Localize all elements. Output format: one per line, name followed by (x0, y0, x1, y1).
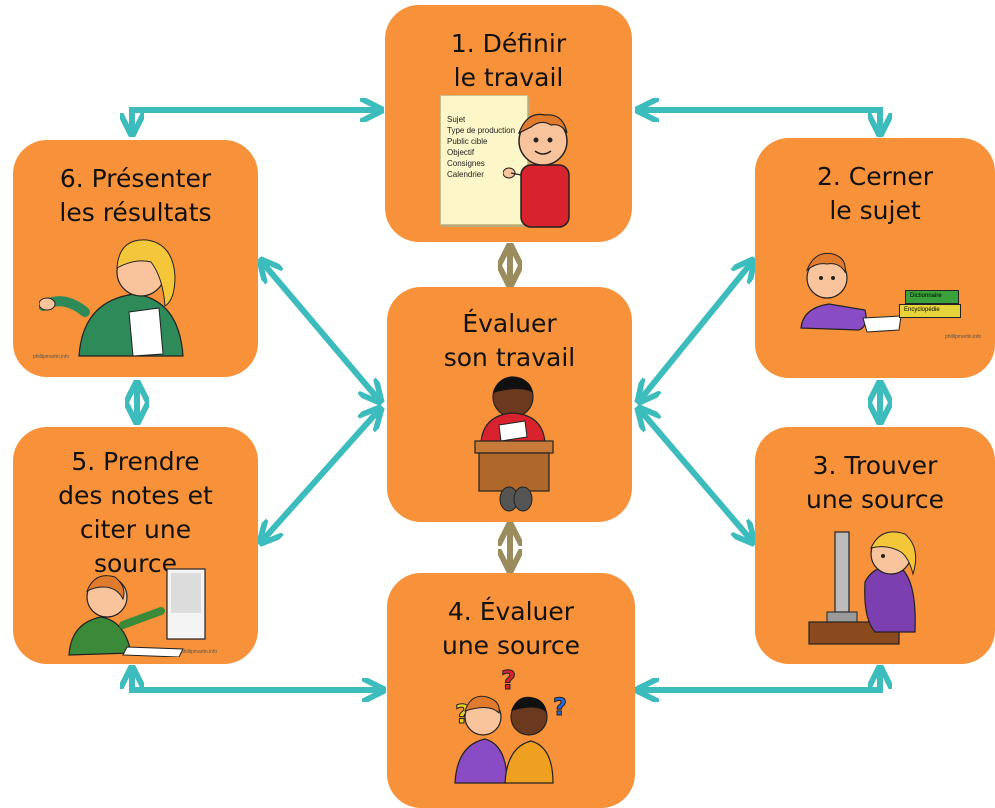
credit-label: phillipmartin.info (945, 334, 982, 340)
center-title: Évaluer son travail (443, 309, 576, 372)
step-title: 4. Évaluer une source (441, 597, 581, 660)
svg-text:?: ? (501, 666, 516, 696)
student-presenting-illustration (39, 239, 184, 357)
students-question-illustration: ? ? ? (454, 666, 567, 784)
arrow-1-2 (640, 110, 880, 132)
arrow-5-center (262, 410, 379, 541)
arrow-6-center (262, 262, 379, 400)
encyclopedia-book: Encyclopédie (899, 304, 961, 318)
step-define-work: 1. Définir le travail Sujet Type de prod… (385, 5, 632, 242)
checklist-item: Calendrier (447, 170, 484, 179)
arrow-5-4 (132, 670, 381, 690)
arrow-3-4 (640, 670, 880, 690)
step-take-notes: 5. Prendre des notes et citer une source… (13, 427, 258, 664)
step-title: 1. Définir le travail (450, 29, 567, 92)
arrow-3-center (640, 410, 752, 541)
step-title: 5. Prendre des notes et citer une source (58, 447, 213, 578)
step-present-results: 6. Présenter les résultats phillipmartin… (13, 140, 258, 377)
student-computer-illustration (808, 531, 917, 645)
dictionary-book: Dictionnaire (905, 290, 959, 304)
checklist-item: Sujet (447, 115, 466, 124)
step-find-source: 3. Trouver une source (755, 427, 995, 664)
student-desk-illustration (474, 376, 554, 512)
step-evaluate-source: 4. Évaluer une source ? ? ? (387, 573, 635, 808)
student-checklist-illustration (503, 113, 570, 228)
center-evaluate-work: Évaluer son travail (387, 287, 632, 522)
checklist-sheet: Sujet Type de production Public cible Ob… (440, 95, 528, 225)
step-title: 2. Cerner le sujet (817, 162, 933, 225)
checklist-item: Public cible (447, 137, 488, 146)
checklist-item: Objectif (447, 148, 475, 157)
step-title: 6. Présenter les résultats (59, 164, 212, 227)
credit-label: phillipmartin.info (33, 354, 70, 360)
student-notes-illustration (68, 568, 206, 657)
arrow-2-center (640, 262, 752, 400)
student-reading-illustration (800, 252, 902, 333)
checklist-item: Consignes (447, 159, 485, 168)
step-define-topic: 2. Cerner le sujet Dictionnaire Encyclop… (755, 138, 995, 378)
checklist-item: Type de production (447, 126, 516, 135)
credit-label: phillipmartin.info (181, 649, 218, 655)
step-title: 3. Trouver une source (805, 451, 945, 514)
svg-text:?: ? (553, 693, 567, 721)
arrow-1-6 (132, 110, 379, 132)
